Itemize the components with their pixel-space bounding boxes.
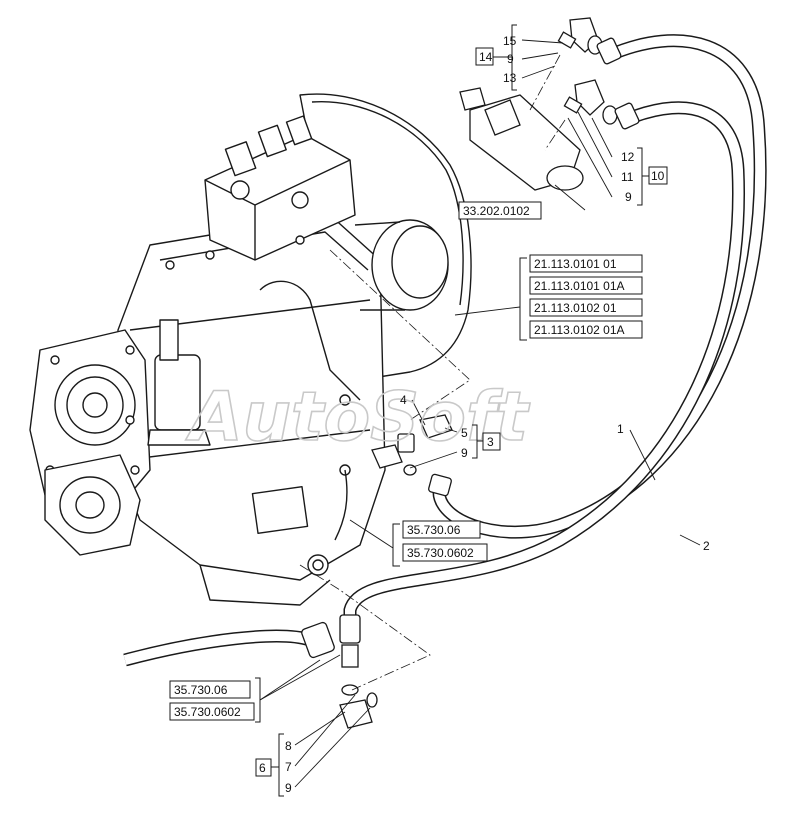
- callout-group-6: 6 8 7 9: [255, 733, 292, 797]
- hose-assembly: [123, 34, 767, 667]
- callout-4: 4: [400, 393, 407, 407]
- transmission-drawing: [29, 93, 472, 606]
- callout-11: 11: [621, 170, 634, 184]
- ref-21-113-0101-01a: 21.113.0101 01A: [534, 279, 625, 293]
- ref-35-730-06-mid: 35.730.06: [407, 523, 461, 537]
- callout-group-3: 3 4 5 9: [400, 393, 501, 460]
- callout-3: 3: [487, 435, 494, 449]
- callout-15: 15: [503, 34, 517, 48]
- ref-33-202-0102: 33.202.0102: [463, 204, 530, 218]
- ref-box-group-35-730-lower: 35.730.06 35.730.0602: [169, 677, 261, 723]
- ref-21-113-0102-01: 21.113.0102 01: [534, 301, 617, 315]
- callout-10: 10: [651, 169, 665, 183]
- ref-35-730-06-lower: 35.730.06: [174, 683, 228, 697]
- ref-box-33-202: 33.202.0102: [458, 201, 542, 220]
- ref-box-group-35-730-mid: 35.730.06 35.730.0602: [392, 520, 488, 567]
- pressure-valve-unit: [459, 87, 584, 191]
- center-lines: [299, 54, 566, 691]
- solenoid: [147, 319, 211, 446]
- callout-9-top: 9: [507, 52, 514, 66]
- ref-box-group-21-113: 21.113.0101 01 21.113.0101 01A 21.113.01…: [519, 254, 643, 341]
- callout-9-right: 9: [625, 190, 632, 204]
- callout-group-10: 10 12 11 9: [621, 147, 668, 206]
- watermark: AutoSoft: [185, 378, 531, 457]
- callout-1: 1: [617, 422, 624, 436]
- ref-21-113-0101-01: 21.113.0101 01: [534, 257, 617, 271]
- callout-5: 5: [461, 426, 468, 440]
- callout-9-bottom: 9: [285, 781, 292, 795]
- ref-35-730-0602-mid: 35.730.0602: [407, 546, 474, 560]
- callout-7: 7: [285, 760, 292, 774]
- callout-2: 2: [703, 539, 710, 553]
- leader-lines: [259, 39, 701, 788]
- callout-12: 12: [621, 150, 635, 164]
- lower-output: [44, 454, 141, 556]
- ref-21-113-0102-01a: 21.113.0102 01A: [534, 323, 625, 337]
- callout-8: 8: [285, 739, 292, 753]
- oil-filter: [354, 219, 449, 311]
- callout-9-mid: 9: [461, 446, 468, 460]
- callout-group-14: 14 15 9 13: [475, 24, 517, 91]
- callout-6: 6: [259, 761, 266, 775]
- callout-13: 13: [503, 71, 517, 85]
- callout-14: 14: [479, 50, 493, 64]
- ref-35-730-0602-lower: 35.730.0602: [174, 705, 241, 719]
